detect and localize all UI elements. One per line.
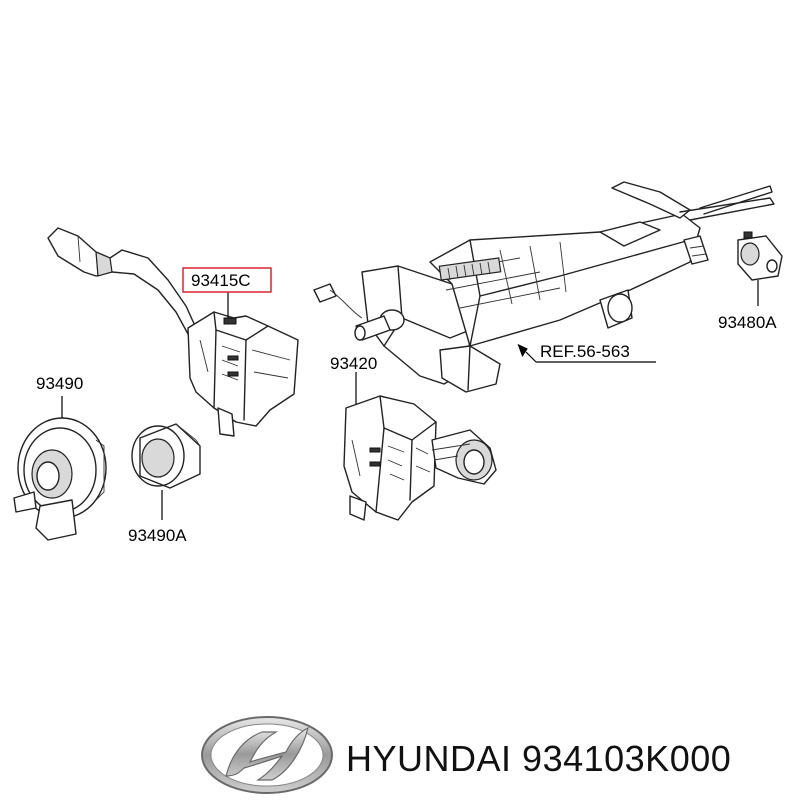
label-93420: 93420	[330, 354, 377, 373]
brand-and-part-number: HYUNDAI 934103K000	[346, 738, 731, 780]
hyundai-logo	[201, 716, 333, 794]
label-93490A: 93490A	[128, 526, 187, 545]
brand-name: HYUNDAI	[346, 738, 512, 779]
wiper-switch-part	[343, 395, 497, 521]
key-cylinder-part	[737, 231, 783, 281]
label-93490: 93490	[36, 374, 83, 393]
lever-switch-part	[47, 227, 299, 437]
part-number: 934103K000	[522, 738, 732, 779]
ref-callout: REF.56-563	[517, 342, 656, 363]
steering-column-part	[313, 181, 775, 393]
label-ref: REF.56-563	[540, 342, 630, 361]
ring-part	[131, 423, 201, 489]
clock-spring-part	[13, 417, 107, 541]
label-93480A: 93480A	[718, 313, 777, 332]
label-93415C: 93415C	[191, 271, 251, 290]
highlight-box	[182, 267, 272, 293]
